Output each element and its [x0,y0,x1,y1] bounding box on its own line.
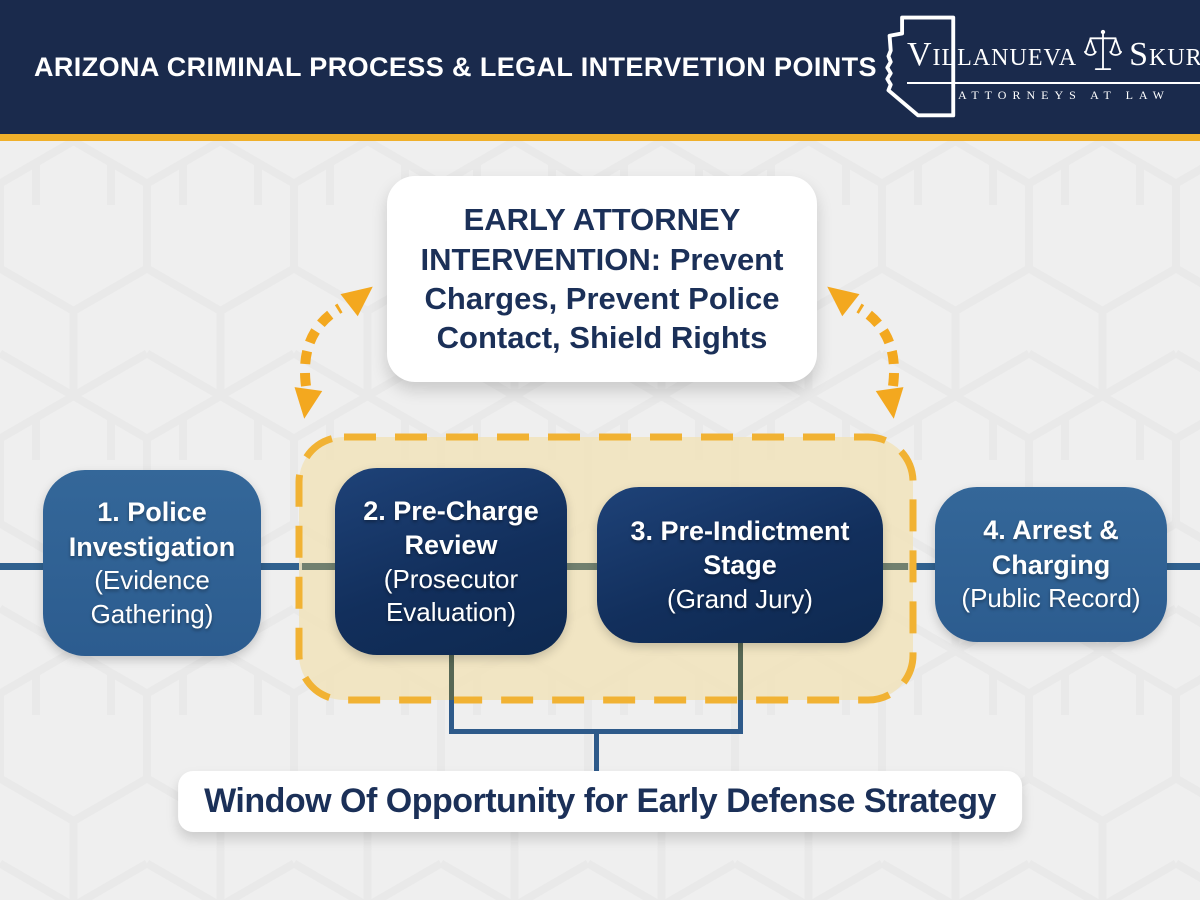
stage-card-police-investigation: 1. Police Investigation (Evidence Gather… [43,470,261,656]
stage-title: 4. Arrest & Charging [983,515,1119,580]
window-of-opportunity-callout: Window Of Opportunity for Early Defense … [178,771,1022,832]
stage-subtitle: (Grand Jury) [667,583,813,614]
connector-stage3-drop-lower [738,700,743,732]
left-intervention-arrow-icon [294,286,373,419]
connector-middle-drop [594,729,599,772]
early-intervention-body: Prevent Charges, Prevent Police Contact,… [424,241,784,356]
early-intervention-callout: EARLY ATTORNEY INTERVENTION: Prevent Cha… [387,176,817,382]
firm-tagline: ATTORNEYS AT LAW [958,88,1170,102]
stage-subtitle: (Prosecutor Evaluation) [383,563,519,628]
scales-of-justice-icon [1084,29,1123,77]
early-intervention-text: EARLY ATTORNEY INTERVENTION: Prevent Cha… [405,200,799,357]
stage-card-pre-charge-review: 2. Pre-Charge Review (Prosecutor Evaluat… [335,468,567,655]
arizona-outline-icon [885,15,956,118]
firm-name-skura: Skura [1129,36,1200,73]
stage-subtitle: (Public Record) [961,583,1141,614]
stage-title: 2. Pre-Charge Review [363,495,539,561]
connector-stage2-drop-lower [449,700,454,732]
window-of-opportunity-text: Window Of Opportunity for Early Defense … [204,782,996,820]
firm-logo: Villanueva [877,7,1200,127]
stage-subtitle: (Evidence Gathering) [90,565,214,629]
stage-title: 1. Police Investigation [68,497,236,562]
header-bar: ARIZONA CRIMINAL PROCESS & LEGAL INTERVE… [0,0,1200,134]
stage-card-pre-indictment: 3. Pre-Indictment Stage (Grand Jury) [597,487,883,643]
gold-divider [0,134,1200,141]
logo-divider-rule [906,82,1200,84]
firm-names: Villanueva [906,29,1200,79]
connector-stage2-drop-upper [449,645,454,700]
stage-title: 3. Pre-Indictment Stage [630,515,850,581]
firm-name-villanueva: Villanueva [906,36,1078,73]
connector-stage3-drop-upper [738,635,743,700]
page-title: ARIZONA CRIMINAL PROCESS & LEGAL INTERVE… [34,51,877,82]
stage-card-arrest-charging: 4. Arrest & Charging (Public Record) [935,487,1167,642]
early-intervention-lead: EARLY ATTORNEY INTERVENTION: [420,202,741,277]
firm-logo-text: Villanueva [906,29,1200,103]
right-intervention-arrow-icon [827,286,904,419]
